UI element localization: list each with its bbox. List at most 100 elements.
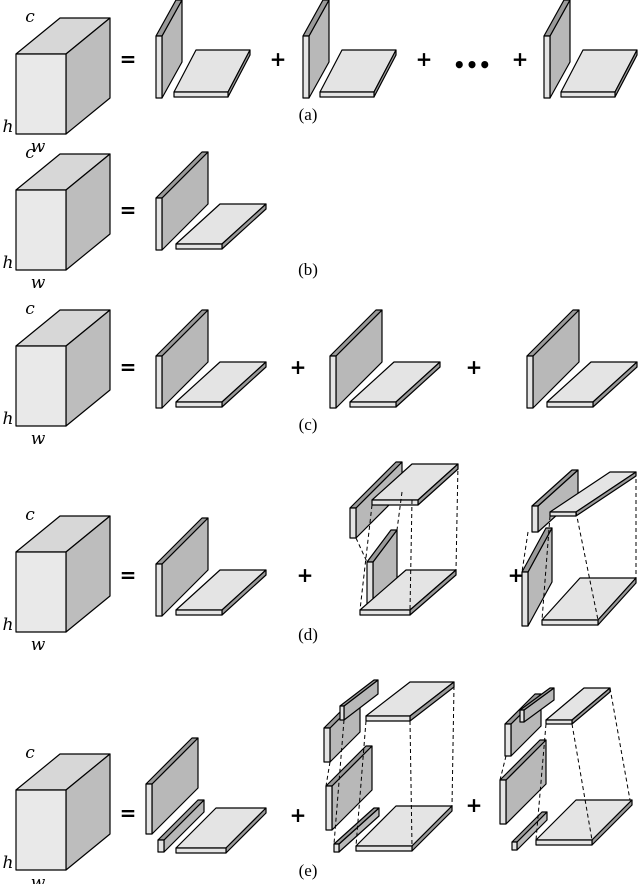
horizontal-slab-front [549, 511, 577, 517]
vertical-slab-front [325, 785, 333, 831]
dashed-connector [541, 515, 551, 621]
equals-sign-e: = [120, 801, 137, 825]
vertical-slab-front [155, 355, 163, 409]
vertical-slab-front [302, 35, 310, 99]
horizontal-slab-top [365, 681, 455, 717]
plus-sign-a-3: + [512, 47, 529, 71]
vertical-slab-front [499, 779, 507, 825]
dim-label-w: w [31, 429, 46, 449]
dim-label-w: w [31, 137, 46, 157]
vertical-slab-front [155, 563, 163, 617]
dashed-connector [609, 687, 631, 801]
dashed-connector [455, 463, 459, 571]
horizontal-slab-front [175, 243, 223, 250]
vertical-slab-front [504, 723, 512, 757]
horizontal-slab-front [541, 619, 599, 626]
horizontal-slab-front [349, 401, 397, 408]
vertical-slab-front [543, 35, 551, 99]
dashed-connector [396, 491, 403, 531]
dim-label-h: h [3, 117, 14, 137]
horizontal-slab-front [175, 609, 223, 616]
slab-pair-a-2 [302, 0, 397, 99]
vertical-slab-front [157, 839, 165, 853]
vertical-slab-front [329, 355, 337, 409]
slab-stack-d-3 [521, 469, 637, 627]
slab-pair-b [155, 151, 267, 251]
dim-label-w: w [31, 273, 46, 293]
plus-sign-e-2: + [466, 793, 483, 817]
vertical-slab-front [339, 705, 345, 721]
vertical-slab-front [155, 197, 163, 251]
vertical-slab-front [155, 35, 163, 99]
slab-pair-d-1 [155, 517, 267, 617]
horizontal-slab-front [371, 499, 419, 506]
dashed-connector [451, 685, 455, 807]
caption-b: (b) [298, 260, 318, 279]
horizontal-slab-front [535, 839, 593, 846]
cube-front-face [15, 189, 67, 271]
horizontal-slab-front [173, 91, 229, 98]
ellipsis-a: ••• [453, 53, 491, 77]
horizontal-slab-front [319, 91, 375, 98]
caption-c: (c) [299, 415, 318, 434]
dim-label-h: h [3, 615, 14, 635]
vertical-slab-front [519, 709, 525, 723]
dashed-connector [359, 504, 373, 611]
slab-triple-e-1 [145, 737, 267, 854]
dim-label-c: c [25, 143, 35, 163]
vertical-slab-front [333, 843, 340, 853]
horizontal-slab-front [545, 719, 573, 725]
equals-sign-a: = [120, 47, 137, 71]
cube-panel-a: c hw [3, 7, 111, 157]
cube-panel-c: chw [3, 299, 111, 449]
slab-pair-c-1 [155, 309, 267, 409]
dim-label-c: c [25, 505, 35, 525]
slab-pair-c-2 [329, 309, 441, 409]
caption-a: (a) [299, 105, 318, 124]
dashed-connector [535, 723, 547, 841]
plus-sign-d-2: + [508, 563, 525, 587]
vertical-slab-front [511, 841, 518, 851]
cube-front-face [15, 345, 67, 427]
cube-front-face [15, 789, 67, 871]
cube-panel-e: c h w [3, 743, 111, 884]
dim-label-c: c [25, 7, 35, 27]
dim-label-w: w [31, 635, 46, 655]
dashed-connector [355, 537, 368, 563]
plus-sign-a-1: + [270, 47, 287, 71]
cube-panel-d: c hw [3, 505, 111, 655]
plus-sign-e-1: + [290, 803, 307, 827]
plus-sign-c-1: + [290, 355, 307, 379]
horizontal-slab-front [355, 845, 413, 852]
dashed-connector [575, 511, 599, 621]
slab-stack-d-2 [349, 461, 459, 616]
horizontal-slab-front [560, 91, 616, 98]
dim-label-c: c [25, 743, 35, 763]
dim-label-h: h [3, 253, 14, 273]
equals-sign-b: = [120, 198, 137, 222]
equals-sign-d: = [120, 563, 137, 587]
slab-pair-c-3 [526, 309, 638, 409]
horizontal-slab-front [365, 715, 411, 722]
dim-label-c: c [25, 299, 35, 319]
cube-front-face [15, 53, 67, 135]
dim-label-w: w [31, 873, 46, 884]
plus-sign-d-1: + [297, 563, 314, 587]
vertical-slab-front [521, 571, 529, 627]
vertical-slab-front [526, 355, 534, 409]
slab-stack-e-2 [323, 679, 455, 853]
horizontal-slab-front [546, 401, 594, 408]
slab-pair-a-1 [155, 0, 251, 99]
caption-e: (e) [299, 861, 318, 880]
vertical-slab-front [531, 505, 539, 533]
caption-d: (d) [298, 625, 318, 644]
dim-label-h: h [3, 853, 14, 873]
cube-front-face [15, 551, 67, 633]
slab-stack-e-3 [499, 687, 633, 851]
cube-panel-b: c hw [3, 143, 111, 293]
vertical-slab-front [349, 507, 357, 539]
horizontal-slab-front [175, 847, 227, 854]
plus-sign-c-2: + [466, 355, 483, 379]
slab-pair-a-3 [543, 0, 638, 99]
